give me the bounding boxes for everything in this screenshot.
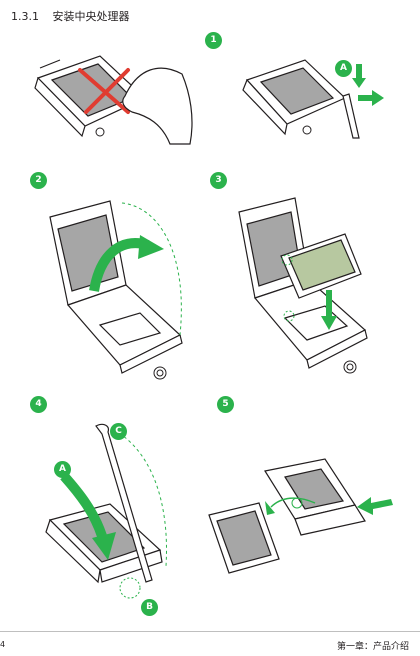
section-title: 安装中央处理器 bbox=[52, 10, 130, 23]
arrow-down-icon bbox=[352, 64, 366, 88]
chapter-title: 第一章：产品介绍 bbox=[336, 642, 409, 652]
hand-icon bbox=[122, 67, 193, 145]
arrow-close-icon bbox=[92, 532, 116, 560]
figure-step-4 bbox=[45, 423, 168, 599]
callout-c-step4: C bbox=[110, 423, 127, 440]
arrow-right-icon bbox=[358, 90, 384, 106]
page-number: 4 bbox=[0, 640, 6, 649]
figure-step-3 bbox=[238, 197, 368, 369]
figure-step-2 bbox=[49, 200, 183, 374]
step-badge-3: 3 bbox=[210, 172, 227, 189]
step-badge-1: 1 bbox=[205, 32, 222, 49]
section-heading: 1.3.1 安装中央处理器 bbox=[11, 8, 130, 24]
figure-step-1 bbox=[242, 59, 360, 139]
callout-a-step4: A bbox=[54, 461, 71, 478]
step-badge-5: 5 bbox=[217, 396, 234, 413]
arrow-lift-icon bbox=[138, 235, 164, 259]
figure-step-5 bbox=[208, 458, 393, 574]
footer-rule bbox=[0, 631, 420, 632]
step-badge-2: 2 bbox=[30, 172, 47, 189]
socket-orientation-icon-2 bbox=[343, 360, 357, 374]
socket-orientation-icon bbox=[153, 366, 167, 380]
arrow-place-icon bbox=[321, 290, 337, 330]
step-badge-4: 4 bbox=[30, 396, 47, 413]
arrow-push-icon bbox=[357, 497, 393, 515]
arrow-remove-icon bbox=[265, 501, 275, 515]
prohibited-cross-icon bbox=[78, 68, 130, 114]
callout-a-step1: A bbox=[335, 60, 352, 77]
callout-b-step4: B bbox=[141, 599, 158, 616]
section-number: 1.3.1 bbox=[11, 10, 39, 23]
figure-no-touch bbox=[34, 55, 193, 145]
